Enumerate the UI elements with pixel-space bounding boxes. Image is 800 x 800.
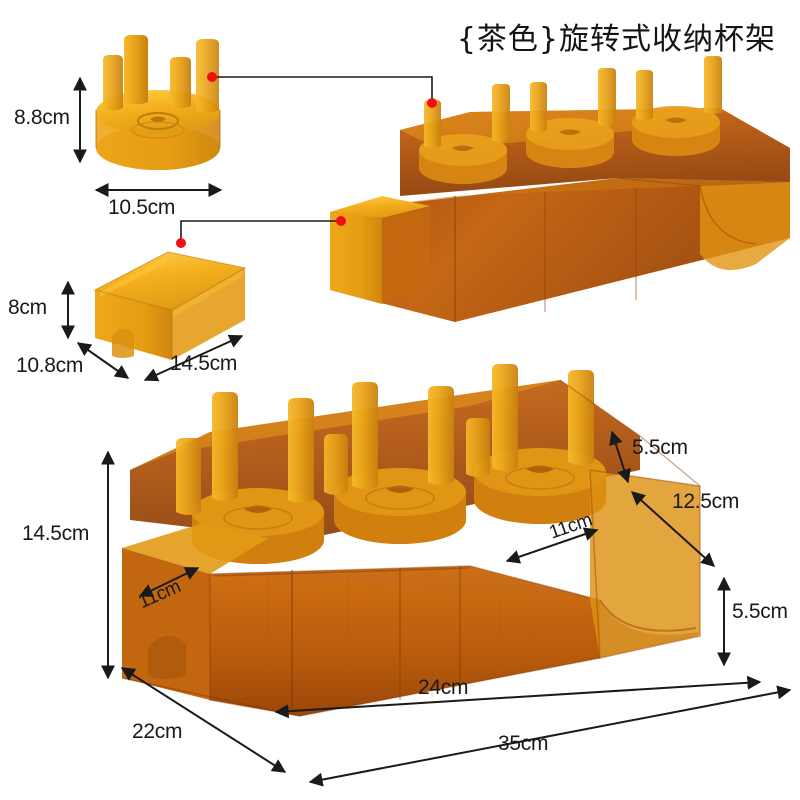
callout-cup-holder — [207, 72, 437, 108]
callout-dot-drawer-assembly — [336, 216, 346, 226]
arrow-depth — [120, 667, 287, 773]
callout-drawer — [176, 216, 346, 248]
page-title: {茶色}旋转式收纳杯架 — [456, 22, 776, 57]
arrow-width — [308, 685, 792, 787]
arrow-slope — [630, 491, 716, 567]
label-drawer-width: 14.5cm — [170, 352, 238, 375]
arrow-drawer-width — [143, 334, 244, 382]
label-width: 35cm — [498, 732, 549, 755]
label-drawer-depth: 10.8cm — [16, 354, 84, 377]
arrow-right-11 — [505, 527, 599, 564]
label-cupholder-height: 8.8cm — [14, 106, 70, 129]
label-slope: 12.5cm — [672, 490, 740, 513]
label-riser-height: 5.5cm — [632, 436, 688, 459]
label-depth: 22cm — [132, 720, 183, 743]
label-front-height: 5.5cm — [732, 600, 788, 623]
arrow-left-11 — [138, 567, 200, 597]
label-inner-width: 24cm — [418, 676, 469, 699]
label-main-height: 14.5cm — [22, 522, 90, 545]
callout-dot-cup-holder-assembly — [427, 98, 437, 108]
callout-dot-cup-holder-part — [207, 72, 217, 82]
arrow-inner-width — [274, 675, 762, 719]
assembled-organizer-small — [330, 56, 790, 322]
arrow-riser-height — [609, 430, 631, 484]
label-cupholder-diameter: 10.5cm — [108, 196, 176, 219]
arrow-drawer-depth — [76, 342, 130, 379]
label-drawer-height: 8cm — [8, 296, 47, 319]
callout-dot-drawer-part — [176, 238, 186, 248]
